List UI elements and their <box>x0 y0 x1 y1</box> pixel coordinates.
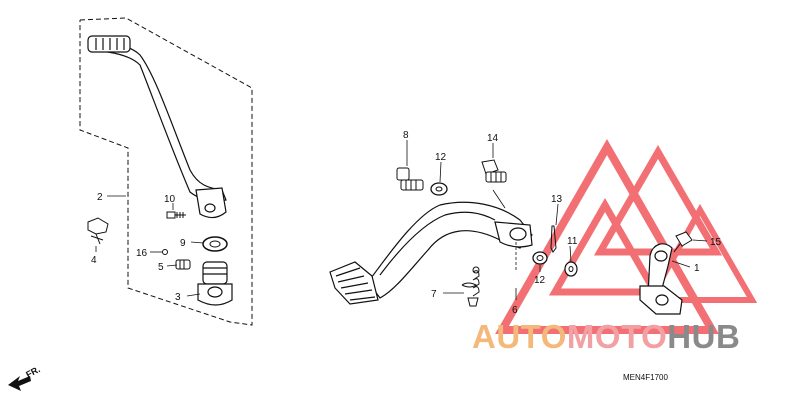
oil-seal-part-9 <box>202 236 228 252</box>
bolt-part-5 <box>175 259 191 270</box>
leader-lines <box>95 140 708 300</box>
diagram-code: MEN4F1700 <box>623 373 668 382</box>
front-direction-indicator: FR. <box>8 364 42 391</box>
label-part-2: 2 <box>97 192 103 203</box>
label-part-14: 14 <box>487 133 499 144</box>
kick-starter-arm <box>87 35 227 219</box>
label-part-4: 4 <box>91 255 97 266</box>
label-part-10: 10 <box>164 194 176 205</box>
label-part-9: 9 <box>180 238 186 249</box>
return-spring-part-7 <box>461 266 480 307</box>
bolt-part-10 <box>166 211 186 219</box>
pin-part-16 <box>162 249 168 255</box>
brake-pedal-part-6 <box>329 201 533 305</box>
bolt-part-15 <box>673 231 693 253</box>
label-part-5: 5 <box>158 262 164 273</box>
label-part-15: 15 <box>710 237 722 248</box>
watermark-text-moto: MOTO <box>567 318 667 355</box>
label-part-3: 3 <box>175 292 181 303</box>
label-part-6: 6 <box>512 305 518 316</box>
label-part-12-bottom: 12 <box>534 275 546 286</box>
front-arrow-icon <box>8 376 31 391</box>
watermark-text-hub: HUB <box>667 318 740 355</box>
label-part-7: 7 <box>431 289 437 300</box>
label-part-8: 8 <box>403 130 409 141</box>
label-part-13: 13 <box>551 194 563 205</box>
label-part-1: 1 <box>694 263 700 274</box>
watermark-text: AUTOMOTOHUB <box>472 318 740 355</box>
front-direction-label: FR. <box>24 364 41 380</box>
kickstart-group-outline <box>79 17 253 326</box>
bolt-part-4 <box>87 217 109 245</box>
brake-arm-part-1 <box>639 243 683 315</box>
label-part-12-top: 12 <box>435 152 447 163</box>
washer-part-12-top <box>430 182 448 196</box>
label-part-16: 16 <box>136 248 148 259</box>
bolt-part-14 <box>481 159 507 183</box>
label-part-11: 11 <box>567 236 578 247</box>
washer-part-12-bottom <box>532 251 548 265</box>
washer-part-11 <box>564 261 578 277</box>
kick-spindle-part-3 <box>197 261 233 306</box>
pivot-bolt-part-8 <box>396 167 424 191</box>
watermark-logo <box>495 138 758 334</box>
cotter-pin-part-13 <box>550 225 557 253</box>
svg-text:AUTOMOTOHUB: AUTOMOTOHUB <box>472 318 740 355</box>
part-labels: 1 2 3 4 5 6 7 8 9 10 11 12 12 13 14 15 1… <box>91 130 722 316</box>
watermark-text-auto: AUTO <box>472 318 567 355</box>
